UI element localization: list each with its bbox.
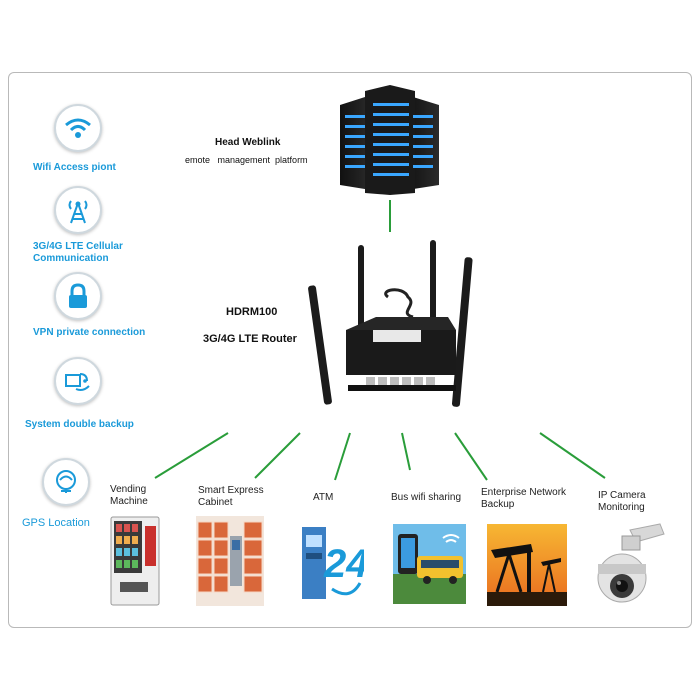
connector-cabinet	[254, 432, 301, 479]
express-cabinet-image	[196, 516, 264, 606]
vending-machine-image	[110, 516, 160, 606]
device-label-bus: Bus wifi sharing	[391, 492, 462, 503]
feature-label-wifi: Wifi Access piont	[33, 162, 116, 173]
feature-label-cellular: 3G/4G LTE Cellular Communication	[33, 241, 123, 264]
device-label-enterprise: Enterprise Network Backup	[481, 487, 567, 510]
cell-tower-icon	[54, 186, 102, 234]
server-subtitle: emote management platform	[185, 155, 308, 165]
wifi-icon	[54, 104, 102, 152]
oil-pump-image	[487, 524, 567, 606]
device-label-vending: Vending Machine	[110, 484, 148, 507]
connector-vending	[154, 432, 229, 479]
router-type: 3G/4G LTE Router	[203, 333, 297, 345]
server-rack-image	[340, 85, 439, 195]
gps-icon	[42, 458, 90, 506]
svg-text:24: 24	[323, 542, 364, 586]
connector-camera	[539, 432, 606, 479]
ip-camera-image	[597, 523, 665, 603]
router-model: HDRM100	[226, 306, 278, 318]
bus-image	[393, 524, 466, 604]
backup-icon	[54, 357, 102, 405]
feature-label-backup: System double backup	[25, 419, 134, 430]
lock-icon	[54, 272, 102, 320]
connector-atm	[334, 432, 351, 481]
connector-enterprise	[454, 432, 488, 481]
atm-image: 24	[302, 527, 364, 599]
server-title: Head Weblink	[215, 137, 281, 148]
device-label-atm: ATM	[313, 492, 334, 503]
feature-label-gps: GPS Location	[22, 517, 90, 529]
device-label-cabinet: Smart Express Cabinet	[198, 485, 264, 508]
router-image	[308, 240, 473, 407]
device-label-camera: IP Camera Monitoring	[598, 490, 646, 513]
feature-label-vpn: VPN private connection	[33, 327, 146, 338]
connector-bus	[401, 432, 411, 471]
